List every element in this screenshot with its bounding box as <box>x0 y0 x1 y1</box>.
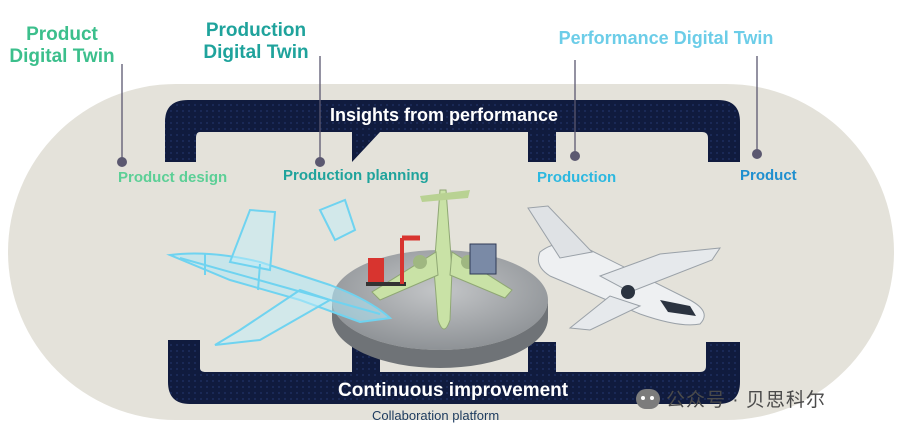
finished-jet-illustration <box>527 205 722 331</box>
product-digital-twin-heading: Product Digital Twin <box>9 24 115 67</box>
stage-product-design: Product design <box>118 169 228 186</box>
stage-production: Production <box>537 169 617 186</box>
pin-leaders <box>121 56 758 162</box>
wireframe-jet-illustration <box>166 198 393 346</box>
top-loop-band <box>165 100 740 162</box>
continuous-improvement-caption: Continuous improvement <box>338 380 569 401</box>
factory-equipment-illustration <box>366 235 497 286</box>
insights-from-performance-caption: Insights from performance <box>330 105 559 125</box>
stage-production-planning: Production planning <box>283 167 429 184</box>
production-digital-twin-heading: Production Digital Twin <box>203 20 309 63</box>
pin-product-design <box>117 157 127 167</box>
watermark: 公众号 · 贝思科尔 <box>636 385 826 412</box>
performance-digital-twin-heading: Performance Digital Twin <box>558 28 774 48</box>
stage-product: Product <box>740 167 797 184</box>
pin-production-planning <box>315 157 325 167</box>
prototype-jet-illustration <box>371 189 513 330</box>
bottom-loop-band <box>168 340 740 404</box>
watermark-text: 公众号 · 贝思科尔 <box>666 390 826 411</box>
wechat-icon <box>636 388 660 409</box>
collaboration-platform-caption: Collaboration platform <box>372 408 500 423</box>
pin-product <box>752 149 762 159</box>
pin-production <box>570 151 580 161</box>
